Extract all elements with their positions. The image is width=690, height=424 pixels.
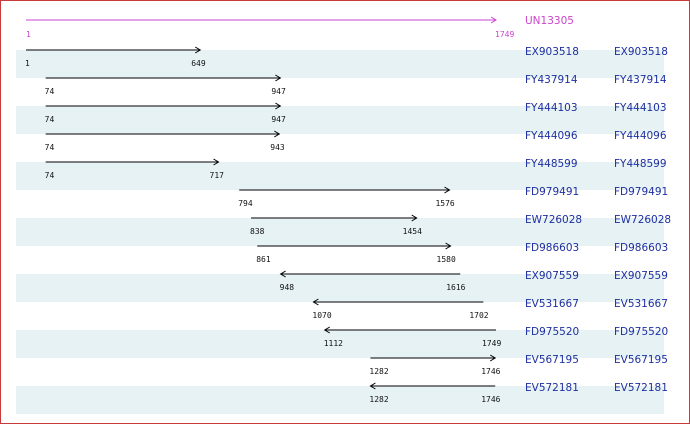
hit-row-band xyxy=(16,106,664,134)
hit-start-label: 948 xyxy=(279,283,295,292)
hit-accession-link[interactable]: EV531667 xyxy=(525,298,579,310)
hit-accession-link[interactable]: FD979491 xyxy=(525,186,580,198)
hit-arrow xyxy=(312,298,484,306)
hit-arrow xyxy=(279,270,461,278)
hit-arrow-arrowhead xyxy=(411,214,418,222)
hit-end-label: 947 xyxy=(271,87,286,96)
hit-accession-link-secondary[interactable]: FY444103 xyxy=(614,102,667,114)
query-end-label: 1749 xyxy=(495,30,515,39)
hit-accession-link-secondary[interactable]: FY437914 xyxy=(614,74,667,86)
hit-arrow-arrowhead xyxy=(312,298,319,306)
hit-arrow xyxy=(370,354,497,362)
hit-arrow-arrowhead xyxy=(194,46,202,54)
hit-arrow xyxy=(257,242,452,250)
hit-arrow xyxy=(369,382,496,390)
hit-end-label: 1576 xyxy=(435,199,455,208)
hit-start-label: 1112 xyxy=(323,339,343,348)
hit-arrow-arrowhead xyxy=(444,186,451,194)
hit-end-label: 1580 xyxy=(436,255,456,264)
hit-end-label: 1746 xyxy=(481,367,501,376)
hit-accession-link-secondary[interactable]: EX903518 xyxy=(614,46,668,58)
hit-start-label: 838 xyxy=(250,227,265,236)
hit-row-band xyxy=(16,330,664,358)
hit-accession-link-secondary[interactable]: EX907559 xyxy=(614,270,668,282)
query-arrow-arrowhead xyxy=(490,16,497,24)
hit-arrow xyxy=(239,186,451,194)
hit-row-band xyxy=(16,50,664,78)
hit-start-label: 1282 xyxy=(369,367,389,376)
hit-arrow-arrowhead xyxy=(213,158,220,166)
hit-accession-link[interactable]: FD975520 xyxy=(525,326,580,338)
hit-accession-link[interactable]: FY444096 xyxy=(525,130,578,142)
hit-end-label: 1749 xyxy=(482,339,502,348)
hit-arrow-arrowhead xyxy=(369,382,376,390)
hit-row-band xyxy=(16,218,664,246)
hit-end-label: 1616 xyxy=(446,283,466,292)
hit-start-label: 861 xyxy=(256,255,271,264)
hit-arrow xyxy=(45,130,281,138)
hit-arrow-arrowhead xyxy=(323,326,330,334)
hit-accession-link-secondary[interactable]: FD979491 xyxy=(614,186,669,198)
hit-end-label: 649 xyxy=(191,59,206,68)
hit-accession-link-secondary[interactable]: EV572181 xyxy=(614,382,668,394)
hit-accession-link[interactable]: EX903518 xyxy=(525,46,579,58)
hit-arrow xyxy=(45,74,282,82)
hit-arrow xyxy=(26,46,202,54)
hit-arrow xyxy=(323,326,496,334)
query-start-label: 1 xyxy=(26,30,31,39)
hit-accession-link-secondary[interactable]: FD975520 xyxy=(614,326,669,338)
hit-arrow-arrowhead xyxy=(275,102,282,110)
hit-arrow xyxy=(45,102,282,110)
hit-row-band xyxy=(16,386,664,414)
hit-accession-link[interactable]: EV572181 xyxy=(525,382,579,394)
hit-start-label: 74 xyxy=(44,143,55,152)
hit-accession-link-secondary[interactable]: EW726028 xyxy=(614,214,672,226)
query-name: UN13305 xyxy=(525,15,574,27)
hit-accession-link[interactable]: EX907559 xyxy=(525,270,579,282)
hit-arrow-arrowhead xyxy=(279,270,286,278)
hit-accession-link-secondary[interactable]: EV567195 xyxy=(614,354,668,366)
hit-arrow-arrowhead xyxy=(274,130,281,138)
hit-accession-link[interactable]: FY444103 xyxy=(525,102,578,114)
hit-accession-link[interactable]: EV567195 xyxy=(525,354,579,366)
hit-accession-link[interactable]: FY437914 xyxy=(525,74,578,86)
hit-arrow-arrowhead xyxy=(489,354,497,362)
hit-end-label: 947 xyxy=(271,115,286,124)
hit-arrow-arrowhead xyxy=(445,242,452,250)
hit-accession-link-secondary[interactable]: EV531667 xyxy=(614,298,668,310)
hit-start-label: 74 xyxy=(44,171,55,180)
hit-accession-link[interactable]: FY448599 xyxy=(525,158,578,170)
hit-start-label: 1282 xyxy=(369,395,389,404)
hit-accession-link[interactable]: EW726028 xyxy=(525,214,583,226)
hit-accession-link[interactable]: FD986603 xyxy=(525,242,580,254)
hit-end-label: 943 xyxy=(270,143,285,152)
hit-start-label: 74 xyxy=(44,115,55,124)
hit-accession-link-secondary[interactable]: FY448599 xyxy=(614,158,667,170)
hit-arrow-arrowhead xyxy=(275,74,282,82)
hit-row-band xyxy=(16,274,664,302)
hit-row-band xyxy=(16,162,664,190)
hit-accession-link-secondary[interactable]: FY444096 xyxy=(614,130,667,142)
hit-start-label: 1070 xyxy=(312,311,332,320)
hit-start-label: 1 xyxy=(25,59,30,68)
hit-start-label: 74 xyxy=(44,87,55,96)
hit-arrow xyxy=(45,158,220,166)
query-arrow xyxy=(26,16,497,24)
hit-end-label: 1454 xyxy=(402,227,422,236)
hit-arrow xyxy=(251,214,418,222)
hit-accession-link-secondary[interactable]: FD986603 xyxy=(614,242,669,254)
hit-end-label: 717 xyxy=(209,171,224,180)
hit-end-label: 1702 xyxy=(469,311,489,320)
hit-start-label: 794 xyxy=(238,199,253,208)
hit-end-label: 1746 xyxy=(481,395,501,404)
